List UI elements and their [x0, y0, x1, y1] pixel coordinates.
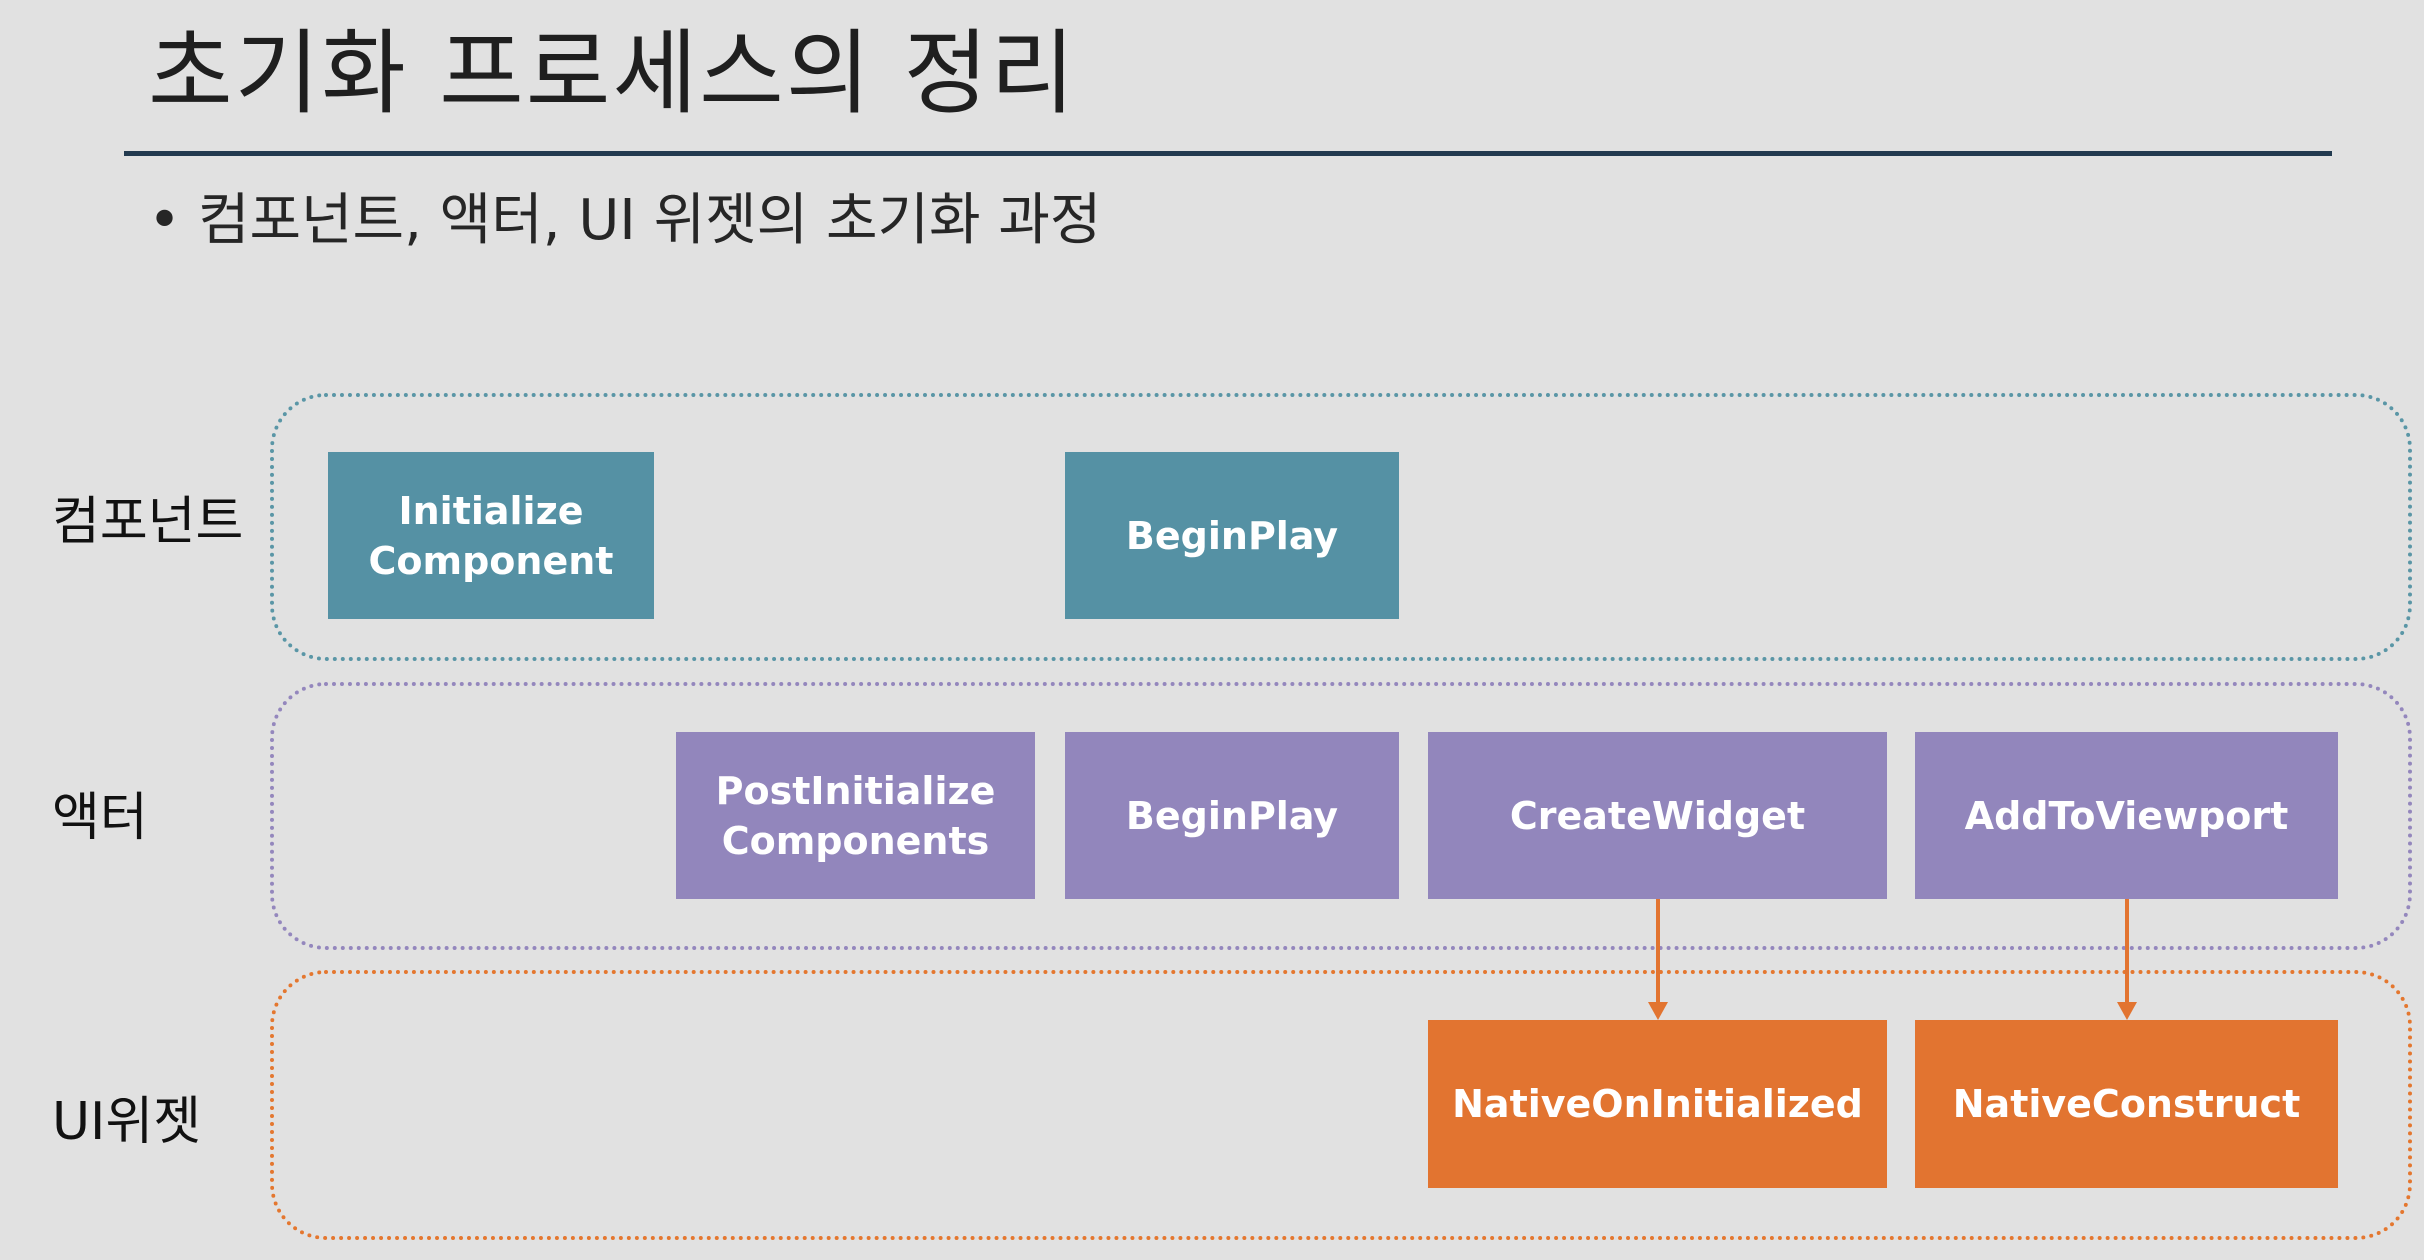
row-label-widget: UI위젯 — [52, 1092, 202, 1152]
add-to-viewport-box: AddToViewport — [1915, 732, 2338, 899]
native-construct-box: NativeConstruct — [1915, 1020, 2338, 1188]
arrow-create-widget-to-native-on-initialized — [1648, 899, 1668, 1020]
lane-component — [270, 393, 2412, 661]
post-initialize-components-box: PostInitialize Components — [676, 732, 1035, 899]
add-to-viewport-label: AddToViewport — [1964, 793, 2289, 838]
native-on-initialized-box: NativeOnInitialized — [1428, 1020, 1887, 1188]
initialize-component-line1: Initialize — [398, 488, 584, 533]
row-label-component: 컴포넌트 — [52, 492, 244, 552]
bullet-dot-icon: • — [148, 188, 182, 253]
native-construct-label: NativeConstruct — [1952, 1082, 2301, 1126]
bullet-text: 컴포넌트, 액터, UI 위젯의 초기화 과정 — [198, 188, 1102, 253]
row-label-actor: 액터 — [52, 788, 148, 848]
bullet-item: •컴포넌트, 액터, UI 위젯의 초기화 과정 — [148, 186, 1101, 256]
arrow-add-to-viewport-to-native-construct — [2117, 899, 2137, 1020]
post-initialize-components-line2: Components — [721, 818, 990, 863]
actor-begin-play-label: BeginPlay — [1125, 793, 1339, 838]
initialize-component-line2: Component — [368, 538, 614, 583]
native-on-initialized-label: NativeOnInitialized — [1452, 1082, 1863, 1126]
create-widget-box: CreateWidget — [1428, 732, 1887, 899]
lane-widget — [270, 970, 2412, 1240]
component-begin-play-box: BeginPlay — [1065, 452, 1399, 619]
create-widget-label: CreateWidget — [1509, 793, 1806, 838]
slide-title: 초기화 프로세스의 정리 — [148, 20, 1077, 127]
lane-actor — [270, 682, 2412, 950]
post-initialize-components-line1: PostInitialize — [715, 768, 996, 813]
initialize-component-box: Initialize Component — [328, 452, 654, 619]
actor-begin-play-box: BeginPlay — [1065, 732, 1399, 899]
title-divider — [124, 151, 2332, 156]
component-begin-play-label: BeginPlay — [1125, 513, 1339, 558]
